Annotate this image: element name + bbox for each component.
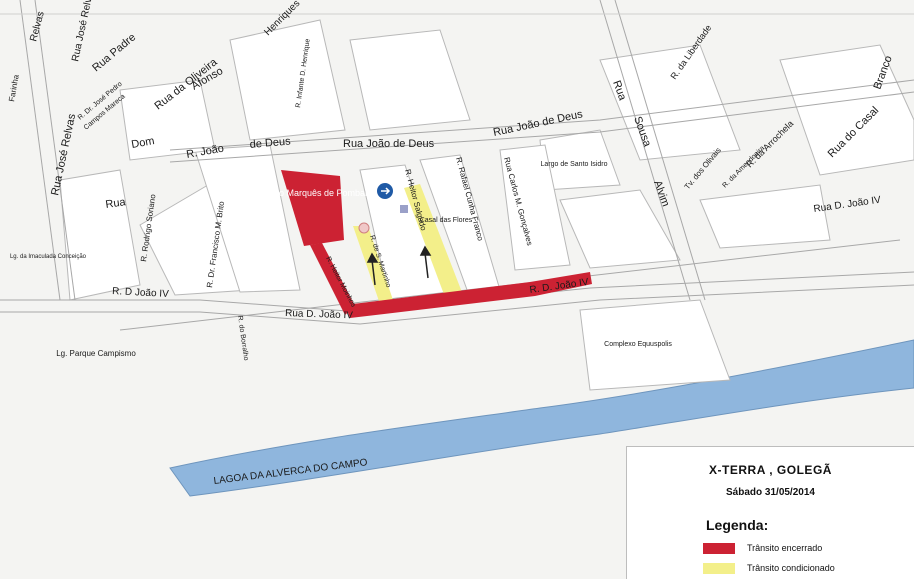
legend-label-conditioned: Trânsito condicionado	[747, 563, 835, 573]
conditioned-street-heitor-salgado	[404, 184, 465, 305]
street-line	[614, 0, 706, 301]
block	[229, 19, 346, 141]
label-lg-imaculada: Lg. da Imaculada Conceição	[10, 254, 87, 260]
street-line	[169, 79, 914, 151]
arrow-right-icon	[381, 187, 391, 195]
label-complexo: Complexo Equuspolis	[604, 341, 672, 348]
arrow-up-icon	[419, 245, 432, 256]
label-lg-parque-campismo: Lg. Parque Campismo	[56, 349, 136, 358]
map-title: X-TERRA , GOLEGÃ	[709, 463, 832, 477]
street-line	[169, 91, 914, 163]
label-rua-d-joao-iv: Rua D. João IV	[285, 308, 353, 321]
one-way-arrows	[366, 245, 432, 286]
block	[779, 44, 914, 176]
block	[194, 144, 301, 293]
street-line	[599, 0, 691, 301]
arrow-up-icon	[424, 252, 429, 279]
city-blocks	[59, 19, 914, 391]
label-largo-marques: Largo Marquês de Pombal	[261, 188, 367, 198]
street-line	[34, 0, 76, 301]
legend-heading: Legenda:	[706, 517, 769, 533]
event-date: Sábado 31/05/2014	[726, 487, 815, 498]
no-entry-sign-icon	[358, 222, 370, 234]
conditioned-traffic-swatch	[703, 562, 735, 574]
legend-item-conditioned: Trânsito condicionado	[703, 561, 835, 575]
legend-panel: X-TERRA , GOLEGÃ Sábado 31/05/2014 Legen…	[626, 446, 914, 579]
street-line	[0, 284, 914, 325]
label-largo-santo-isidro: Largo de Santo Isidro	[541, 161, 608, 168]
street-line	[19, 0, 61, 301]
label-rua-left: Rua	[105, 196, 128, 211]
block	[559, 189, 681, 269]
block	[579, 299, 731, 391]
closed-traffic-swatch	[703, 542, 735, 554]
arrow-up-icon	[371, 259, 376, 286]
label-r-d-joao-iv: R. D João IV	[112, 286, 170, 300]
arrow-up-icon	[366, 252, 379, 263]
closed-street-d-joao-iv	[345, 272, 592, 318]
label-rua-joao-de-deus: Rua João de Deus	[343, 138, 435, 150]
legend-item-closed: Trânsito encerrado	[703, 541, 822, 555]
block	[699, 184, 831, 249]
parking-sign-icon	[400, 205, 408, 213]
legend-label-closed: Trânsito encerrado	[747, 543, 823, 553]
closed-street-heitor-moinhos	[310, 243, 355, 315]
block	[499, 144, 571, 271]
block	[599, 44, 741, 161]
closed-area-largo-marques-de-pombal	[281, 170, 344, 246]
label-dom: Dom	[130, 135, 155, 151]
block	[349, 29, 471, 131]
block	[59, 169, 141, 301]
block	[119, 79, 216, 161]
label-de-deus-left: de Deus	[249, 135, 291, 151]
label-casal-das-flores: Casal das Flores	[420, 217, 473, 224]
